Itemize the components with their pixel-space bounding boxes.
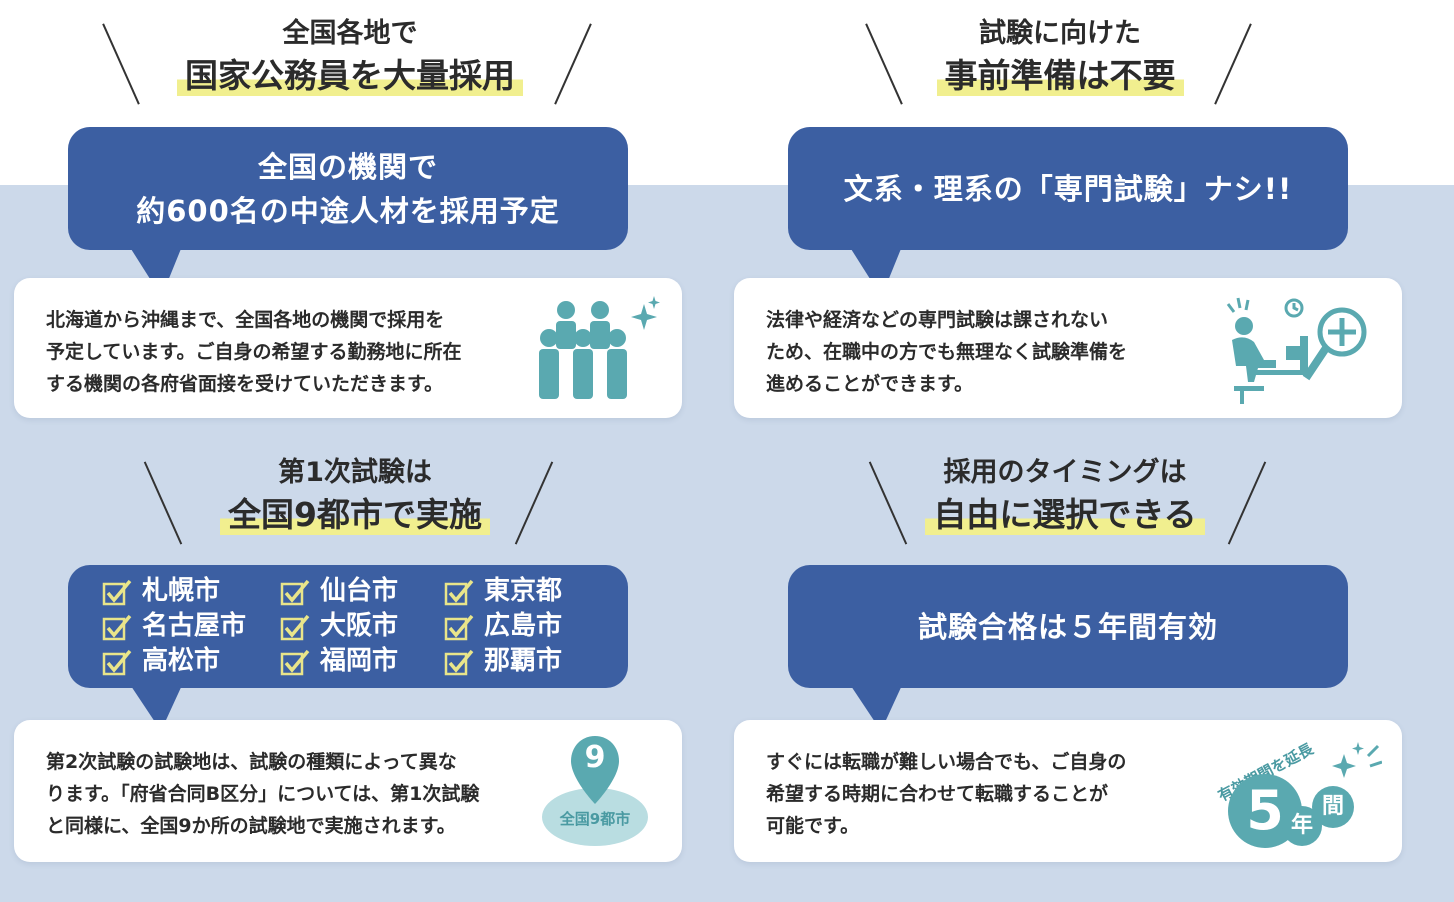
panel2-bubble: 文系・理系の「専門試験」ナシ!! <box>788 127 1348 250</box>
panel3-title: 全国9都市で実施 <box>220 493 490 537</box>
panel1-subtitle: 全国各地で <box>282 18 418 49</box>
desc-line: すぐには転職が難しい場合でも、ご自身の <box>766 751 1127 773</box>
desc-line: 進めることができます。 <box>766 373 974 395</box>
city-name: 名古屋市 <box>142 611 247 641</box>
panel4-subtitle: 採用のタイミングは <box>943 457 1187 488</box>
panel3-heading: 第1次試験は 全国9都市で実施 <box>180 455 530 537</box>
city-item: 名古屋市 <box>102 610 280 643</box>
city-item: 大阪市 <box>280 610 444 643</box>
panel1-title: 国家公務員を大量採用 <box>177 54 523 98</box>
badge-kan: 間 <box>1321 794 1344 819</box>
desc-line: 予定しています。ご自身の希望する勤務地に所在 <box>46 341 462 363</box>
panel2-subtitle: 試験に向けた <box>979 18 1141 49</box>
panel4-bubble-text: 試験合格は５年間有効 <box>917 609 1218 644</box>
check-icon <box>102 649 132 675</box>
city-item: 那覇市 <box>444 645 594 678</box>
panel2-heading: 試験に向けた 事前準備は不要 <box>880 16 1240 98</box>
panel3-subtitle: 第1次試験は <box>278 457 432 488</box>
map-pin-icon: 9 全国9都市 <box>542 734 648 850</box>
badge-year: 年 <box>1290 813 1313 838</box>
city-name: 札幌市 <box>142 576 221 606</box>
panel2-title: 事前準備は不要 <box>936 54 1184 98</box>
pin-number: 9 <box>584 740 606 775</box>
desc-line: 北海道から沖縄まで、全国各地の機関で採用を <box>46 309 445 331</box>
desc-line: ため、在職中の方でも無理なく試験準備を <box>766 341 1128 363</box>
pin-shape <box>571 736 619 804</box>
panel3-bubble: 札幌市 仙台市 東京都 名古屋市 大阪市 広島市 高松市 福岡市 那覇市 <box>68 565 628 688</box>
city-name: 福岡市 <box>320 646 399 676</box>
panel4-card: すぐには転職が難しい場合でも、ご自身の 希望する時期に合わせて転職することが 可… <box>734 720 1402 862</box>
check-icon <box>280 579 310 605</box>
city-item: 東京都 <box>444 575 594 608</box>
city-item: 仙台市 <box>280 575 444 608</box>
panel4-description: すぐには転職が難しい場合でも、ご自身の 希望する時期に合わせて転職することが 可… <box>766 746 1126 842</box>
panel1-bubble-line2: 約600名の中途人材を採用予定 <box>136 193 560 228</box>
panel4-heading: 採用のタイミングは 自由に選択できる <box>895 455 1235 537</box>
panel3-card: 第2次試験の試験地は、試験の種類によって異な ります。「府省合同B区分」について… <box>14 720 682 862</box>
desc-line: する機関の各府省面接を受けていただきます。 <box>46 373 444 395</box>
panel1-heading: 全国各地で 国家公務員を大量採用 <box>140 16 560 98</box>
panel1-description: 北海道から沖縄まで、全国各地の機関で採用を 予定しています。ご自身の希望する勤務… <box>46 304 462 400</box>
check-icon <box>444 579 474 605</box>
city-list: 札幌市 仙台市 東京都 名古屋市 大阪市 広島市 高松市 福岡市 那覇市 <box>102 575 594 678</box>
pin-label: 全国9都市 <box>559 810 631 828</box>
desc-line: 第2次試験の試験地は、試験の種類によって異な <box>46 751 457 773</box>
sparkle-icon <box>1332 742 1382 778</box>
desc-line: と同様に、全国9か所の試験地で実施されます。 <box>46 815 456 837</box>
panel2-bubble-text: 文系・理系の「専門試験」ナシ!! <box>843 171 1293 206</box>
five-year-badge-icon: 有効期間を延長 5 年 間 <box>1212 736 1382 852</box>
city-name: 東京都 <box>484 576 563 606</box>
people-group-icon <box>539 296 660 399</box>
check-icon <box>444 614 474 640</box>
city-name: 那覇市 <box>484 646 563 676</box>
city-name: 高松市 <box>142 646 221 676</box>
panel4-bubble: 試験合格は５年間有効 <box>788 565 1348 688</box>
city-item: 福岡市 <box>280 645 444 678</box>
panel2-card: 法律や経済などの専門試験は課されない ため、在職中の方でも無理なく試験準備を 進… <box>734 278 1402 418</box>
panel3-description: 第2次試験の試験地は、試験の種類によって異な ります。「府省合同B区分」について… <box>46 746 479 842</box>
check-icon <box>280 649 310 675</box>
city-name: 大阪市 <box>320 611 399 641</box>
panel2-description: 法律や経済などの専門試験は課されない ため、在職中の方でも無理なく試験準備を 進… <box>766 304 1127 400</box>
check-icon <box>280 614 310 640</box>
panel1-card: 北海道から沖縄まで、全国各地の機関で採用を 予定しています。ご自身の希望する勤務… <box>14 278 682 418</box>
deco-slash <box>102 23 140 105</box>
check-icon <box>444 649 474 675</box>
city-name: 広島市 <box>484 611 563 641</box>
badge-number: 5 <box>1246 779 1284 842</box>
city-item: 広島市 <box>444 610 594 643</box>
check-icon <box>102 579 132 605</box>
desc-line: 可能です。 <box>766 815 860 837</box>
panel1-bubble-line1: 全国の機関で <box>257 149 438 184</box>
desc-line: 法律や経済などの専門試験は課されない <box>766 309 1109 331</box>
check-icon <box>102 614 132 640</box>
city-item: 高松市 <box>102 645 280 678</box>
panel4-title: 自由に選択できる <box>925 493 1205 537</box>
desc-line: 希望する時期に合わせて転職することが <box>766 783 1109 805</box>
badge-circle-small <box>1312 786 1354 828</box>
no-study-icon <box>1226 297 1367 404</box>
city-name: 仙台市 <box>320 576 399 606</box>
desc-line: ります。「府省合同B区分」については、第1次試験 <box>46 783 480 805</box>
city-item: 札幌市 <box>102 575 280 608</box>
panel1-bubble: 全国の機関で 約600名の中途人材を採用予定 <box>68 127 628 250</box>
